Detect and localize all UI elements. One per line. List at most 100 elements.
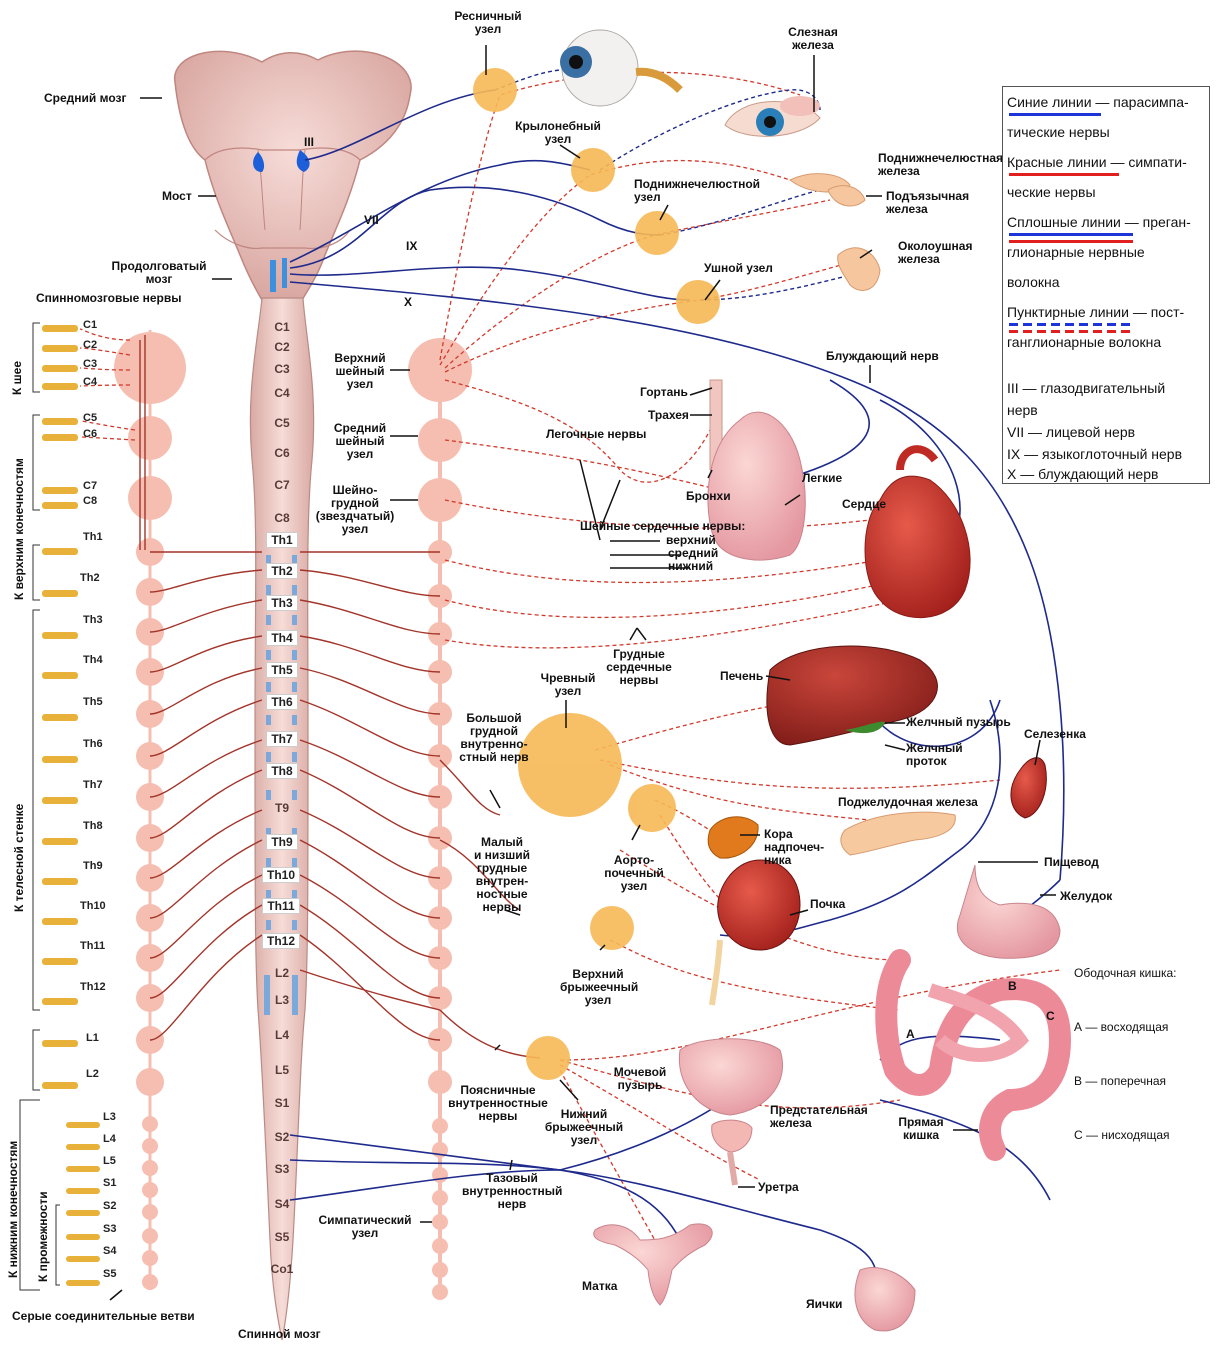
liver [767,646,938,745]
legend-dashed-blue [1009,323,1133,326]
cervicothoracic-ganglion-label: Шейно- грудной (звездчатый) узел [315,484,395,536]
spinal-nerve-label: Th11 [80,940,105,952]
heart-label: Сердце [842,498,886,511]
spinal-nerve-label: Th7 [83,779,103,791]
urethra-label: Уретра [758,1181,799,1194]
cord-seg: C5 [262,416,302,430]
spinal-nerve-label: Th12 [80,981,106,993]
uterus-label: Матка [582,1280,617,1293]
pulmonary-nerves-label: Легочные нервы [546,428,646,441]
spinal-nerve-label: Th9 [83,860,103,872]
cord-seg: L4 [262,1028,302,1042]
cord-seg: Th7 [266,731,298,747]
ciliary-ganglion-label: Ресничный узел [448,10,528,36]
left-chain [114,330,186,1290]
spinal-nerve-label: Th2 [80,572,100,584]
cord-seg: Th3 [266,595,298,611]
bladder-label: Мочевой пузырь [608,1066,672,1092]
colon-mark-a: A [906,1028,915,1041]
bladder [679,1039,782,1185]
spinal-nerve-label: L4 [103,1133,116,1145]
cord-seg: C4 [262,386,302,400]
cardiac-lower-label: нижний [668,560,713,573]
legend-solid-1: Сплошные линии — преган- [1007,211,1191,233]
kidney [712,860,800,1005]
spinal-nerve-label: C7 [83,480,97,492]
spinal-nerve-label: L1 [86,1032,99,1044]
cord-seg: Th6 [266,694,298,710]
parotid-label: Околоушная железа [898,240,972,266]
spinal-nerve-label: C4 [83,376,97,388]
spinal-nerve-label: S5 [103,1268,116,1280]
legend-key-III-2: нерв [1007,399,1038,421]
gray-rami-label: Серые соединительные ветви [12,1310,195,1323]
liver-label: Печень [720,670,763,683]
spinal-nerve-label: L2 [86,1068,99,1080]
cranial-III-label: III [304,136,314,149]
cord-seg: C1 [262,320,302,334]
cervical-cardiac-label: Шейные сердечные нервы: [580,520,745,533]
cord-seg: L5 [262,1063,302,1077]
spinal-nerve-label: S2 [103,1200,116,1212]
spinal-nerve-label: Th1 [83,531,103,543]
pancreas-label: Поджелудочная железа [838,796,978,809]
spinal-nerve-label: C2 [83,339,97,351]
bile-duct-label: Желчный проток [906,742,963,768]
spinal-nerve-label: C8 [83,495,97,507]
cord-seg: Th11 [262,898,300,914]
legend-blue-2: тические нервы [1007,121,1110,143]
spinal-nerve-label: C1 [83,319,97,331]
legend-blue-line [1009,113,1101,116]
spleen-label: Селезенка [1024,728,1086,741]
eye [560,30,680,106]
spleen [1011,758,1046,818]
cord-seg: C6 [262,446,302,460]
testes-label: Яички [806,1298,842,1311]
region-neck: К шее [10,361,24,395]
region-upper-limbs: К верхним конечностям [12,458,26,600]
cord-seg: Th10 [262,867,300,883]
submandibular-ganglion-label: Поднижнечелюстной узел [634,178,760,204]
colon-mark-c: C [1046,1010,1055,1023]
bronchi-label: Бронхи [686,490,731,503]
cord-seg: S5 [262,1230,302,1244]
legend-blue-1: Синие линии — парасимпа- [1007,91,1189,113]
cord-seg: C8 [262,511,302,525]
gallbladder-label: Желчный пузырь [906,716,1011,729]
legend-red-1: Красные линии — симпати- [1007,151,1187,173]
spinal-cord-label: Спинной мозг [238,1328,321,1341]
stomach-label: Желудок [1060,890,1112,903]
greater-splanchnic-label: Большой грудной внутренно- стный нерв [452,712,536,764]
colon-c: С — нисходящая [1074,1126,1177,1144]
submandibular-gland-label: Поднижнечелюстная железа [878,152,1003,178]
spinal-nerve-label: L3 [103,1111,116,1123]
spinal-nerve-label: C3 [83,358,97,370]
cranial-VII-label: VII [364,214,379,227]
pons-label: Мост [162,190,192,203]
trachea-label: Трахея [648,409,689,422]
spinal-nerve-label: Th10 [80,900,106,912]
cord-seg: C7 [262,478,302,492]
cord-seg: S3 [262,1162,302,1176]
spinal-nerve-label: S4 [103,1245,116,1257]
cord-seg: Th4 [266,630,298,646]
legend-red-line [1009,173,1119,176]
celiac-ganglion-label: Чревный узел [536,672,600,698]
legend-key-X: X — блуждающий нерв [1007,463,1158,485]
legend-solid-3: волокна [1007,271,1060,293]
cord-seg: L2 [262,966,302,980]
larynx-label: Гортань [640,386,688,399]
lesser-splanchnic-label: Малый и низший грудные внутрен- ностные … [462,836,542,914]
region-brackets [0,0,60,1300]
spinal-nerve-label: Th5 [83,696,103,708]
esophagus-label: Пищевод [1044,856,1099,869]
glands [790,174,880,291]
superior-cervical-ganglion-label: Верхний шейный узел [330,352,390,391]
legend-solid-blue [1009,233,1133,236]
cord-seg: C3 [262,362,302,376]
adrenal-label: Кора надпочеч- ника [764,828,824,867]
legend: Синие линии — парасимпа- тические нервы … [1002,86,1210,484]
lungs [708,380,805,560]
spinal-nerve-label: C5 [83,412,97,424]
cord-seg: S2 [262,1130,302,1144]
